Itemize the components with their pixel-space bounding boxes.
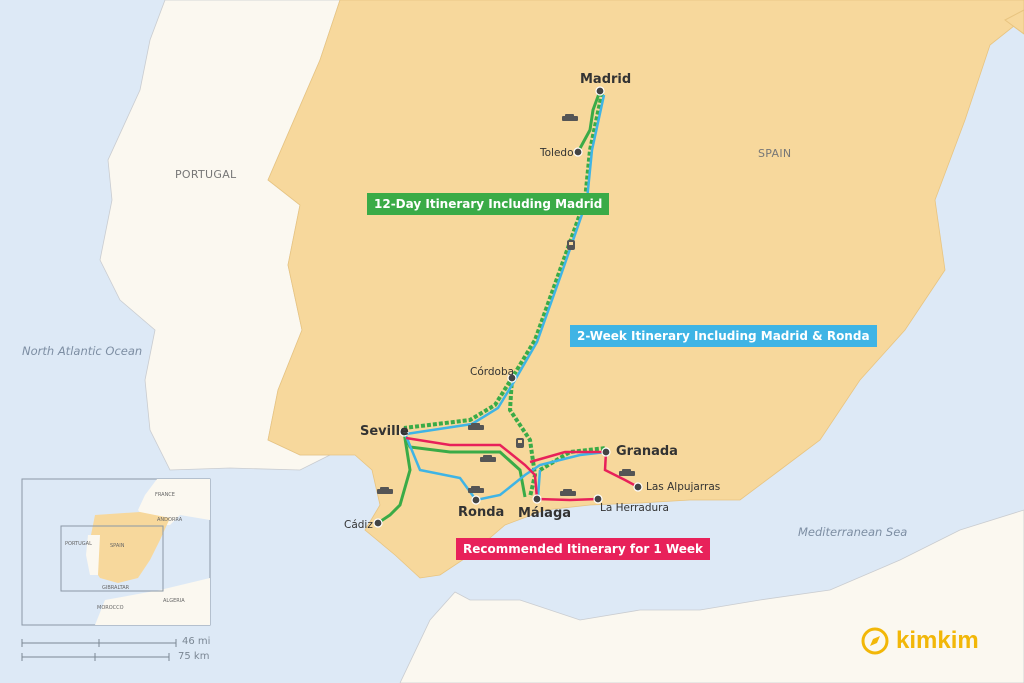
car-icon — [560, 489, 576, 496]
marker-granada — [601, 447, 611, 457]
train-icon — [516, 438, 524, 448]
marker-madrid — [595, 86, 605, 96]
marker-alpujarras — [633, 482, 643, 492]
city-alpujarras: Las Alpujarras — [646, 481, 721, 493]
route-blue — [404, 94, 607, 502]
marker-malaga — [532, 494, 542, 504]
car-icon — [562, 114, 578, 121]
route-red — [405, 436, 639, 502]
city-toledo: Toledo — [540, 147, 574, 159]
marker-ronda — [471, 495, 481, 505]
car-icon — [619, 469, 635, 476]
inset-spain: SPAIN — [110, 543, 125, 549]
car-icon — [468, 423, 484, 430]
inset-portugal: PORTUGAL — [65, 541, 92, 547]
logo-text: kimkim — [896, 627, 979, 654]
city-madrid: Madrid — [580, 72, 632, 87]
scale-miles: 46 mi — [182, 636, 211, 647]
label-atlantic: North Atlantic Ocean — [22, 344, 143, 358]
car-icon — [480, 455, 496, 462]
inset-algeria: ALGERIA — [163, 598, 185, 604]
marker-cadiz — [373, 518, 383, 528]
city-markers — [373, 86, 643, 528]
inset-map — [21, 478, 211, 626]
car-icon — [468, 486, 484, 493]
scale-bars — [21, 639, 177, 661]
label-portugal: PORTUGAL — [175, 168, 237, 181]
city-ronda: Ronda — [458, 505, 505, 520]
badge-2-week-itinerary[interactable]: 2-Week Itinerary Including Madrid & Rond… — [570, 325, 877, 347]
city-seville: Seville — [360, 424, 409, 439]
city-cadiz: Cádiz — [344, 519, 373, 531]
badge-1-week-itinerary[interactable]: Recommended Itinerary for 1 Week — [456, 538, 711, 560]
marker-toledo — [573, 147, 583, 157]
scale-km: 75 km — [178, 651, 210, 662]
inset-andorra: ANDORRA — [157, 517, 183, 523]
kimkim-logo: kimkim — [860, 626, 979, 656]
car-icon — [377, 487, 393, 494]
marker-seville — [399, 427, 409, 437]
train-icons — [516, 240, 575, 448]
marker-herradura — [593, 494, 603, 504]
badge-12-day-itinerary[interactable]: 12-Day Itinerary Including Madrid — [367, 193, 610, 215]
label-mediterranean: Mediterranean Sea — [798, 525, 908, 539]
label-spain: SPAIN — [758, 147, 792, 160]
city-herradura: La Herradura — [600, 502, 669, 514]
africa-land — [399, 509, 1024, 683]
compass-icon — [861, 627, 889, 655]
city-cordoba: Córdoba — [470, 366, 515, 378]
city-granada: Granada — [616, 444, 678, 459]
train-icon — [567, 240, 575, 250]
route-green-rail — [403, 92, 607, 498]
car-icons — [377, 114, 635, 496]
city-malaga: Málaga — [518, 506, 572, 521]
inset-morocco: MOROCCO — [97, 605, 124, 611]
inset-gibraltar: GIBRALTAR — [102, 585, 130, 591]
marker-cordoba — [507, 373, 517, 383]
inset-france: FRANCE — [155, 492, 175, 498]
